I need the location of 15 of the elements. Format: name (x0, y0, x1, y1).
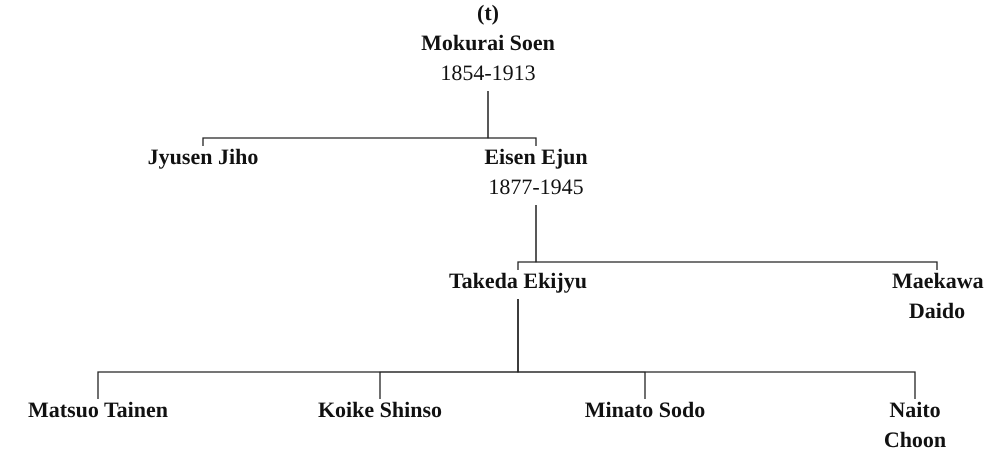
tree-connector (487, 91, 537, 146)
name-text: Mokurai Soen (421, 29, 555, 57)
name-text: Naito Choon (882, 396, 948, 454)
name-text: Eisen Ejun (484, 143, 588, 171)
dates-text: 1854-1913 (439, 59, 537, 87)
name-text: Maekawa Daido (892, 267, 982, 325)
name-text: Takeda Ekijyu (449, 267, 587, 295)
name-text: Jyusen Jiho (148, 143, 258, 171)
name-text: Minato Sodo (584, 396, 706, 424)
name-text: Koike Shinso (318, 396, 442, 424)
name-text: Matsuo Tainen (28, 396, 168, 424)
panel-label: (t) (477, 0, 499, 26)
tree-connector (517, 299, 916, 399)
dates-text: 1877-1945 (487, 173, 585, 201)
tree-connector (535, 205, 938, 270)
